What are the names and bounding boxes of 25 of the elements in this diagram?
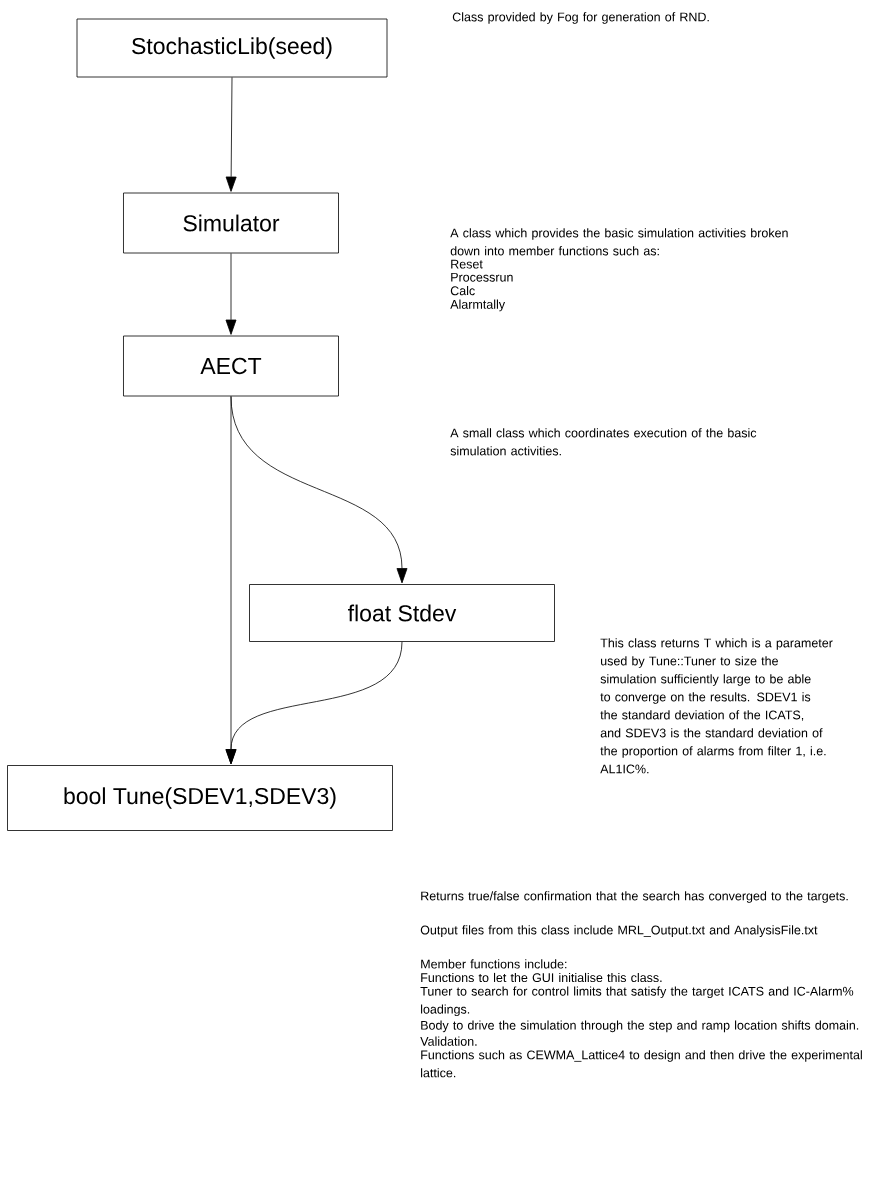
arrow <box>230 396 408 584</box>
class-box: AECT <box>123 335 339 397</box>
description-text: Calc <box>450 286 475 296</box>
arrow <box>225 253 237 335</box>
description-text: Class provided by Fog for generation of RND. <box>452 12 709 24</box>
description-text: Functions to let the GUI initialise this class. <box>421 972 662 983</box>
description-text: Reset <box>451 259 483 269</box>
class-box: bool Tune(SDEV1,SDEV3) <box>7 765 393 831</box>
description-text: Output files from this class include MRL_Output.txt and AnalysisFile.txt <box>420 925 818 937</box>
description-text: Validation. <box>420 1036 477 1046</box>
description-text: Functions such as CEWMA_Lattice4 to design and then drive the experimental lattice. <box>421 1050 862 1078</box>
description-text: A class which provides the basic simulation activities broken down into member functions such as: <box>450 228 788 256</box>
class-box: Simulator <box>123 192 339 254</box>
description-text: Member functions include: <box>421 959 567 969</box>
arrow <box>225 77 237 192</box>
description-text: Tuner to search for control limits that satisfy the target ICATS and IC-Alarm% loadings. <box>420 986 854 1017</box>
arrow <box>225 641 403 765</box>
description-text: Alarmtally <box>450 299 506 312</box>
description-text: Body to drive the simulation through the step and ramp location shifts domain. <box>421 1020 859 1033</box>
class-box: StochasticLib(seed) <box>76 18 388 78</box>
description-text: Processrun <box>451 272 513 282</box>
description-text: Returns true/false confirmation that the search has converged to the targets. <box>421 891 848 903</box>
description-text: This class returns T which is a parameter used by Tune::Tuner to size the simulation sufficiently large to be able to converge on the results. SDEV1 is the standard deviation of the ICATS, and SDEV3 is the standard deviation of the proportion of alarms from filter 1, i.e. AL1IC%. <box>600 638 833 774</box>
class-box: float Stdev <box>249 584 555 642</box>
description-text: A small class which coordinates execution of the basic simulation activities. <box>450 428 757 456</box>
